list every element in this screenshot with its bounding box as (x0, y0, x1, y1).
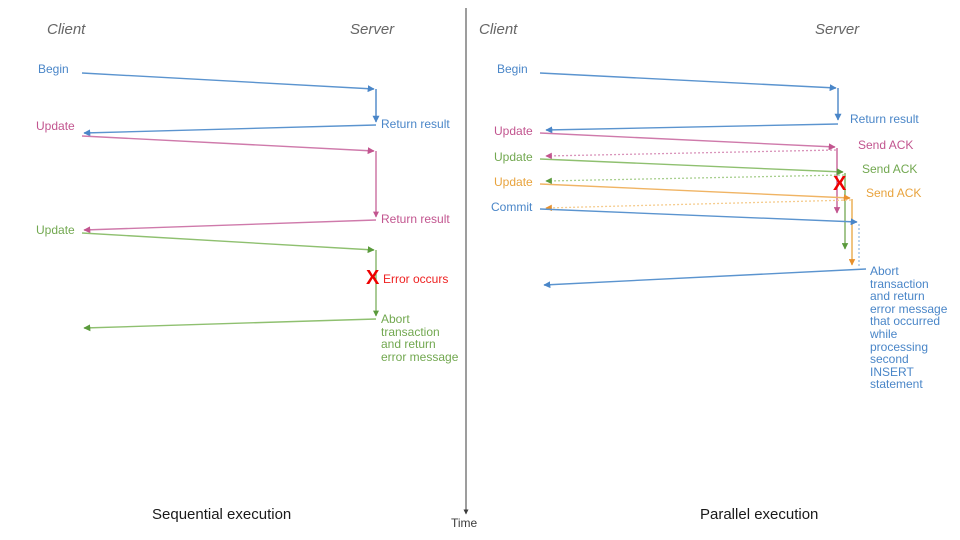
par-ack-green (545, 174, 845, 185)
par-arrow-update-green (539, 158, 844, 176)
seq-arrow-update-2 (81, 232, 375, 254)
seq-caption: Sequential execution (152, 506, 292, 523)
seq-label-error-occurs: Error occurs (383, 272, 449, 286)
par-label-begin: Begin (497, 62, 528, 76)
par-actor-server: Server (815, 21, 860, 38)
par-error-x-icon: X (833, 173, 847, 195)
seq-label-update-2: Update (36, 223, 75, 237)
seq-arrow-begin (81, 72, 375, 93)
par-arrow-update-pink (539, 132, 836, 151)
par-arrow-return-result (545, 123, 839, 134)
seq-arrow-update-1 (81, 135, 375, 155)
seq-arrow-return-1 (83, 124, 377, 137)
seq-error-x-icon: X (366, 267, 380, 289)
seq-actor-server: Server (350, 21, 395, 38)
par-ack-pink (545, 149, 837, 160)
par-label-ack-3: Send ACK (866, 186, 922, 200)
par-label-abort: Abort transaction and return error messa… (870, 264, 948, 392)
seq-arrow-abort (83, 318, 377, 332)
par-arrow-commit (539, 208, 858, 226)
par-label-return-result: Return result (850, 112, 919, 126)
time-axis-label: Time (451, 516, 478, 530)
seq-label-begin: Begin (38, 62, 69, 76)
par-arrow-update-orange (539, 183, 851, 202)
seq-label-return-2: Return result (381, 212, 450, 226)
par-caption: Parallel execution (700, 506, 819, 523)
seq-arrow-return-2 (83, 219, 377, 234)
par-arrow-begin (539, 72, 837, 92)
seq-label-update-1: Update (36, 119, 75, 133)
par-label-update-3: Update (494, 175, 533, 189)
par-label-update-1: Update (494, 124, 533, 138)
par-ack-orange (545, 199, 852, 212)
seq-label-abort: Abort transaction and return error messa… (381, 312, 459, 364)
par-label-ack-2: Send ACK (862, 162, 918, 176)
par-arrow-abort (543, 268, 867, 289)
par-label-commit: Commit (491, 200, 533, 214)
par-actor-client: Client (479, 21, 518, 38)
par-label-ack-1: Send ACK (858, 138, 914, 152)
seq-actor-client: Client (47, 21, 86, 38)
seq-label-return-1: Return result (381, 117, 450, 131)
par-label-update-2: Update (494, 150, 533, 164)
